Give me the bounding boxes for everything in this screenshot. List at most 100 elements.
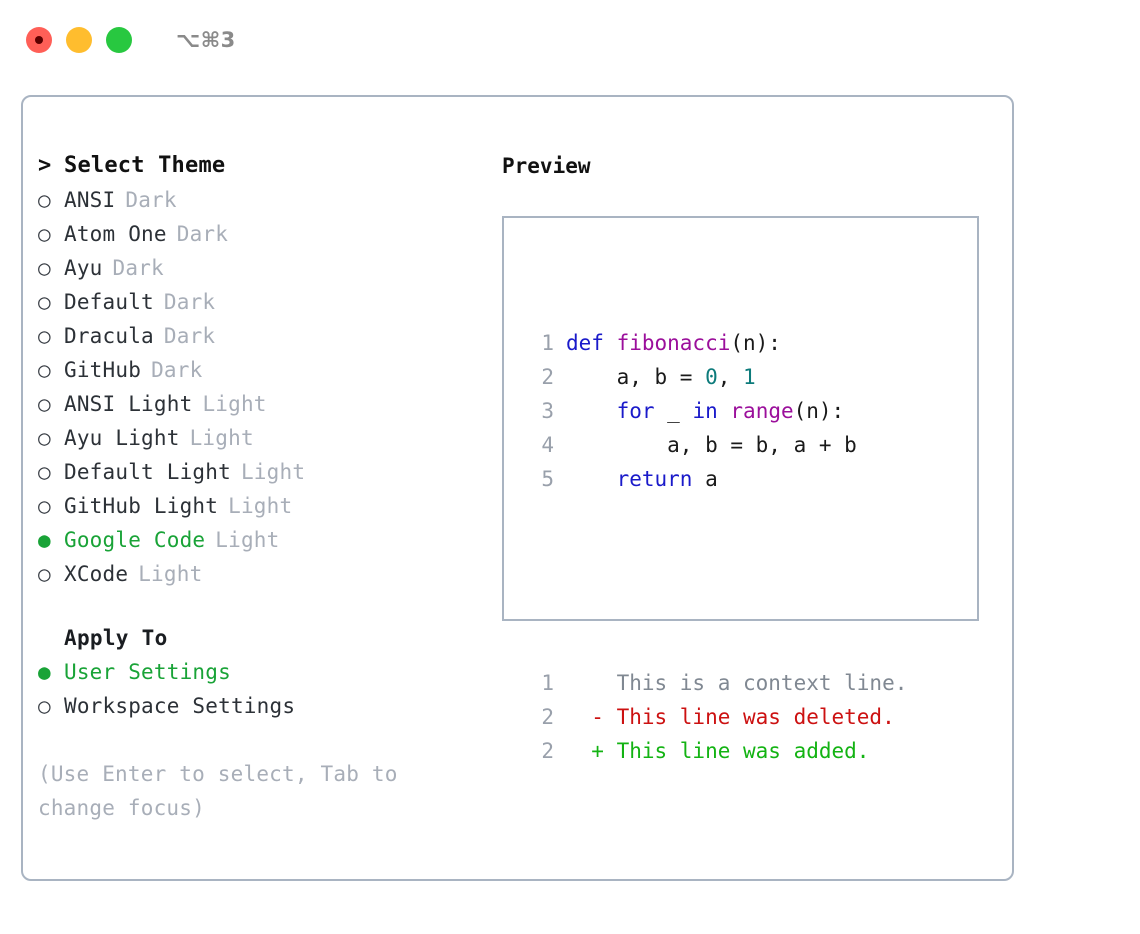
apply-to-option[interactable]: ● User Settings — [38, 655, 478, 689]
traffic-lights — [26, 27, 132, 53]
code-line: 4 a, b = b, a + b — [524, 428, 977, 462]
diff-block: 1 This is a context line. 2 - This line w… — [524, 666, 977, 768]
apply-to-option-label: User Settings — [64, 660, 231, 684]
theme-list-item[interactable]: ● Google Code Light — [38, 523, 478, 557]
radio-unselected-icon: ○ — [38, 188, 51, 212]
code-token-kw: def — [566, 331, 617, 355]
theme-name: GitHub Light — [64, 494, 219, 518]
theme-name: Atom One — [64, 222, 167, 246]
preview-label: Preview — [502, 154, 591, 178]
theme-variant-tag: Light — [240, 460, 306, 484]
radio-unselected-icon: ○ — [38, 562, 51, 586]
radio-unselected-icon: ○ — [38, 290, 51, 314]
apply-to-option[interactable]: ○Workspace Settings — [38, 689, 478, 723]
page-title: Select Theme — [64, 153, 226, 178]
line-number: 2 — [541, 705, 554, 729]
theme-name: XCode — [64, 562, 129, 586]
code-token-kw: return — [616, 467, 693, 491]
code-line: 2 a, b = 0, 1 — [524, 360, 977, 394]
window-titlebar: ⌥⌘3 — [0, 0, 1140, 80]
select-theme-heading: > Select Theme — [38, 149, 478, 183]
theme-name: ANSI — [64, 188, 116, 212]
theme-variant-tag: Light — [138, 562, 203, 586]
theme-name: Dracula — [64, 324, 154, 348]
theme-list-item[interactable]: ○ GitHub Light Light — [38, 489, 478, 523]
theme-name: Ayu — [64, 256, 103, 280]
code-token-kw: in — [692, 399, 718, 423]
theme-name: Default Light — [64, 460, 231, 484]
diff-line: 1 This is a context line. — [524, 666, 977, 700]
theme-variant-tag: Light — [189, 426, 254, 450]
radio-unselected-icon: ○ — [38, 694, 51, 718]
close-window-button[interactable] — [26, 27, 52, 53]
keyboard-shortcut-label: ⌥⌘3 — [176, 28, 236, 52]
code-token-fn: range — [730, 399, 794, 423]
code-token-num: 0 — [705, 365, 718, 389]
code-token-pln — [566, 462, 617, 496]
radio-unselected-icon: ○ — [38, 460, 51, 484]
line-number: 2 — [541, 365, 554, 389]
line-number: 3 — [541, 399, 554, 423]
maximize-window-button[interactable] — [106, 27, 132, 53]
theme-name: Google Code — [64, 528, 206, 552]
apply-to-heading: ○ Apply To — [38, 621, 478, 655]
theme-list-item[interactable]: ○ Default Light Light — [38, 455, 478, 489]
apply-to-label: Apply To — [64, 626, 168, 650]
theme-name: Default — [64, 290, 154, 314]
code-line: 5 return a — [524, 462, 977, 496]
radio-unselected-icon: ○ — [38, 222, 51, 246]
diff-text-ctx: This is a context line. — [566, 671, 908, 695]
line-number: 2 — [541, 739, 554, 763]
radio-selected-icon: ● — [38, 528, 51, 552]
radio-unselected-icon: ○ — [38, 358, 51, 382]
theme-list-item[interactable]: ○ ANSI Dark — [38, 183, 478, 217]
minimize-window-button[interactable] — [66, 27, 92, 53]
theme-list-item[interactable]: ○ XCode Light — [38, 557, 478, 591]
code-token-pln: (n): — [730, 331, 781, 355]
diff-text-add: + This line was added. — [566, 739, 870, 763]
radio-unselected-icon: ○ — [38, 324, 51, 348]
theme-variant-tag: Light — [215, 528, 280, 552]
theme-list-item[interactable]: ○ Default Dark — [38, 285, 478, 319]
radio-unselected-icon: ○ — [38, 392, 51, 416]
theme-variant-tag: Light — [202, 392, 267, 416]
code-spacer — [524, 564, 977, 598]
code-token-pln: a — [692, 467, 718, 491]
code-token-pln: _ — [654, 399, 693, 423]
theme-name: ANSI Light — [64, 392, 193, 416]
code-token-kw: for — [616, 399, 655, 423]
theme-variant-tag: Light — [228, 494, 293, 518]
code-token-num: 1 — [743, 365, 756, 389]
radio-unselected-icon: ○ — [38, 426, 51, 450]
theme-variant-tag: Dark — [163, 290, 216, 314]
theme-name: GitHub — [64, 358, 142, 382]
radio-unselected-icon: ○ — [38, 494, 51, 518]
code-token-pln: (n): — [793, 399, 845, 423]
line-number: 5 — [541, 467, 554, 491]
code-token-pln: a, b = — [566, 365, 706, 389]
theme-list-item[interactable]: ○ ANSI Light Light — [38, 387, 478, 421]
line-number: 4 — [541, 433, 554, 457]
theme-variant-tag: Dark — [125, 188, 177, 212]
diff-text-del: - This line was deleted. — [566, 705, 895, 729]
theme-variant-tag: Dark — [176, 222, 229, 246]
diff-line: 2 + This line was added. — [524, 734, 977, 768]
theme-list-item[interactable]: ○ Atom One Dark — [38, 217, 478, 251]
radio-unselected-icon: ○ — [38, 256, 51, 280]
radio-selected-icon: ● — [38, 660, 51, 684]
code-token-pln: a, b = b, a + b — [566, 433, 857, 457]
code-token-pln — [718, 394, 731, 428]
line-number: 1 — [541, 331, 554, 355]
